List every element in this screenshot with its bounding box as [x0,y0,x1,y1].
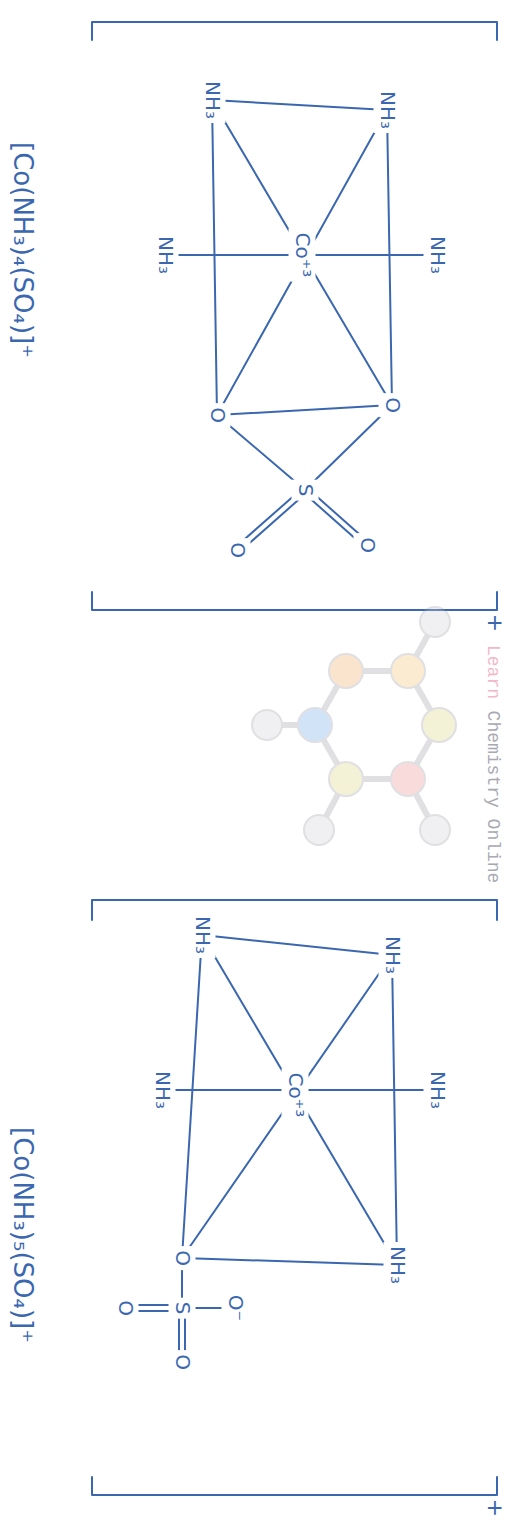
ligand-label: NH₃ [199,77,226,123]
bracket [92,1477,497,1495]
ligand-label: NH₃ [424,1067,451,1113]
atom-label: S [169,1298,196,1319]
ligand-label: NH₃ [149,1067,176,1113]
ligand-label: NH₃ [374,87,401,133]
ligand-label: NH₃ [152,232,179,278]
atom-label: O [224,538,251,562]
bracket [92,22,497,40]
formula-label: [Co(NH₃)₅(SO₄)]⁺ [7,1127,37,1343]
metal-label: Co⁺³ [282,1069,309,1122]
bond-line [305,405,392,490]
bracket [92,900,497,920]
square-plane [212,100,392,415]
ligand-label: NH₃ [379,932,406,978]
watermark-text: Chemistry Online [483,711,504,884]
watermark-text: Learn [483,645,504,699]
charge-sign: + [482,614,507,632]
atom-label: S [292,480,319,501]
bond-line [217,110,387,415]
atom-label: O [169,1246,196,1270]
square-plane [182,935,397,1265]
metal-label: Co⁺³ [289,229,316,282]
bond-line [182,955,392,1258]
atom-label: O [204,403,231,427]
ligand-label: NH₃ [424,232,451,278]
atom-label: O [112,1296,139,1320]
bond-line [212,100,392,405]
atom-label: O [169,1350,196,1374]
ligand-label: NH₃ [384,1242,411,1288]
atom-label: O [379,393,406,417]
charge-sign: + [482,1499,507,1517]
bond-line [202,935,397,1265]
atom-label: O⁻ [222,1291,249,1325]
atom-label: O [354,533,381,557]
ligand-label: NH₃ [189,912,216,958]
watermark-logo [252,607,456,845]
formula-label: [Co(NH₃)₄(SO₄)]⁺ [7,142,37,358]
